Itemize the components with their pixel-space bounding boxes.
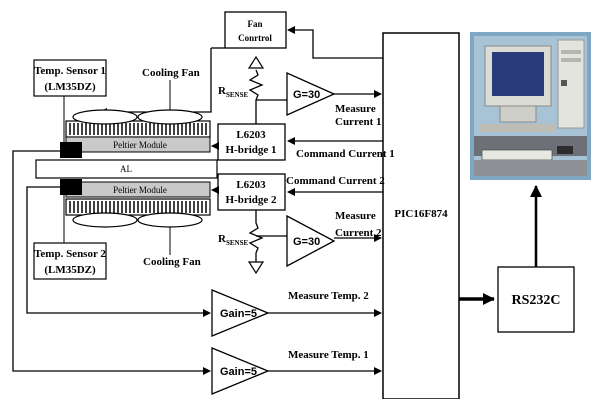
hbridge-2-label-2: H-bridge 2 <box>225 194 277 206</box>
rs232-label: RS232C <box>511 293 560 308</box>
temp-sensor-1-chip <box>60 142 82 158</box>
temp-sensor-2-box <box>33 242 107 280</box>
amp-g30-top-label: G=30 <box>293 89 320 101</box>
pic-mcu-label: PIC16F874 <box>394 208 448 220</box>
pic-to-fan-control-line <box>287 26 383 59</box>
gain-temp1-amp <box>211 347 270 395</box>
gain-temp2-amp <box>211 289 270 337</box>
measure-temp-2-label: Measure Temp. 2 <box>288 290 369 302</box>
measure-current-1-label-2: Current 1 <box>335 116 382 128</box>
command-current-1-label: Command Current 1 <box>296 148 395 160</box>
cooling-fan-top-label: Cooling Fan <box>142 67 200 79</box>
peltier-top-label: Peltier Module <box>113 140 167 150</box>
temp-sensor-1-label-2: (LM35DZ) <box>44 81 96 93</box>
fan-control-label-1: Fan <box>247 19 262 29</box>
rsense-bottom-ground <box>247 261 265 275</box>
hbridge-1-label-2: H-bridge 1 <box>225 144 276 156</box>
temp-sensor-2-label-2: (LM35DZ) <box>44 264 96 276</box>
temp-sensor-2-label-1: Temp. Sensor 2 <box>34 248 106 260</box>
temp-sensor-2-chip <box>60 179 82 195</box>
measure-current-2-label-1: Measure <box>335 210 376 222</box>
rsense-top-wire <box>248 69 264 124</box>
rsense-bottom-label: RSENSE <box>218 233 248 247</box>
heatsink-top-fins <box>69 123 207 135</box>
rsense-top-label: RSENSE <box>218 85 248 99</box>
rsense-bottom-wire <box>248 210 264 262</box>
pc-illustration <box>470 32 591 180</box>
pic-mcu-block <box>382 32 460 399</box>
sensor-1-to-gain-line <box>12 150 211 375</box>
gain-temp1-label: Gain=5 <box>220 366 257 378</box>
cooling-fan-top-left-blade <box>72 109 138 125</box>
command-current-2-label: Command Current 2 <box>286 175 385 187</box>
fan-control-label-2: Conrtrol <box>238 33 272 43</box>
peltier-bottom-label: Peltier Module <box>113 185 167 195</box>
cooling-fan-bottom-right-blade <box>137 212 203 228</box>
measure-current-1-label-1: Measure <box>335 103 376 115</box>
cooling-fan-top-right-blade <box>137 109 203 125</box>
temp-sensor-1-box <box>33 59 107 97</box>
fan-control-block <box>224 11 287 49</box>
fan-control-to-fan-line <box>99 48 212 116</box>
al-label: AL <box>120 164 132 174</box>
hbridge-2-label-1: L6203 <box>236 179 266 191</box>
heatsink-bottom-fins <box>69 201 207 213</box>
rsense-top-ground <box>247 55 265 69</box>
amp-g30-bottom-label: G=30 <box>293 236 320 248</box>
amp-g30-top <box>286 71 336 117</box>
hbridge-1-block <box>217 123 286 161</box>
hbridge-1-label-1: L6203 <box>236 129 266 141</box>
amp-g30-bottom <box>286 214 336 268</box>
temp-sensor-1-label-1: Temp. Sensor 1 <box>34 65 106 77</box>
cooling-fan-bottom-left-blade <box>72 212 138 228</box>
hbridge-2-block <box>217 173 286 211</box>
sensor-2-to-gain-line <box>26 186 211 317</box>
measure-current-2-label-2: Current 2 <box>335 227 382 239</box>
measure-temp-1-label: Measure Temp. 1 <box>288 349 369 361</box>
gain-temp2-label: Gain=5 <box>220 308 257 320</box>
cooling-fan-bottom-label: Cooling Fan <box>143 256 201 268</box>
al-block <box>35 159 218 179</box>
